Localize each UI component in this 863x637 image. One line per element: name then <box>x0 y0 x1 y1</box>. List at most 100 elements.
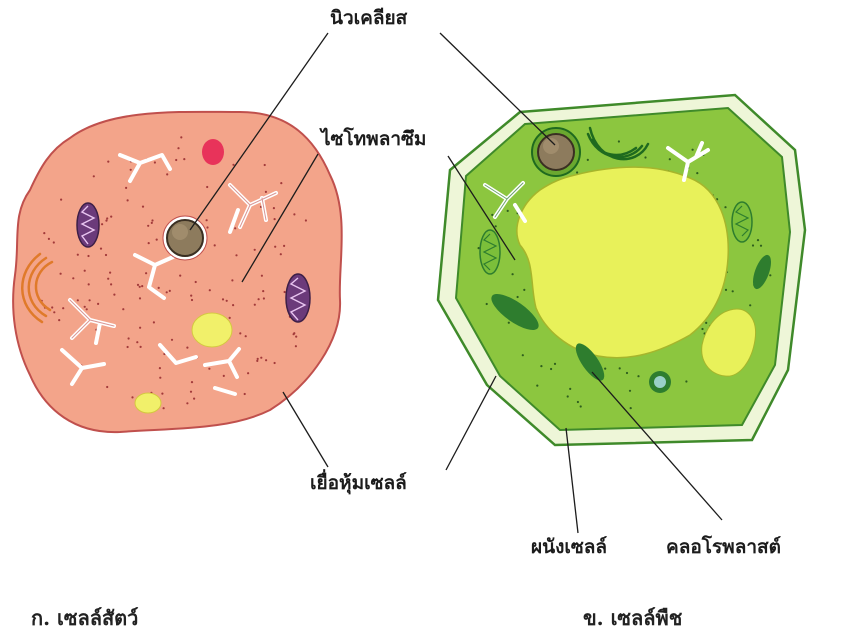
cytoplasm-dot <box>587 159 589 161</box>
cytoplasm-dot <box>495 225 497 227</box>
cytoplasm-dot <box>107 278 109 280</box>
cytoplasm-dot <box>540 365 542 367</box>
cytoplasm-dot <box>107 161 109 163</box>
plant-cell <box>438 95 805 445</box>
cytoplasm-dot <box>110 216 112 218</box>
cytoplasm-dot <box>257 358 259 360</box>
cytoplasm-dot <box>53 241 55 243</box>
cytoplasm-dot <box>128 337 130 339</box>
cytoplasm-dot <box>757 239 759 241</box>
cytoplasm-dot <box>630 407 632 409</box>
cell-membrane-label: เยื่อหุ้มเซลล์ <box>310 474 407 493</box>
cytoplasm-dot <box>260 357 262 359</box>
cytoplasm-dot <box>169 290 171 292</box>
cytoplasm-dot <box>293 213 295 215</box>
cytoplasm-dot <box>105 254 107 256</box>
cytoplasm-dot <box>283 245 285 247</box>
nucleus-leader-plant <box>440 33 555 145</box>
cytoplasm-dot <box>139 286 141 288</box>
cytoplasm-dot <box>580 405 582 407</box>
cytoplasm-dot <box>247 372 249 374</box>
cytoplasm-dot <box>749 304 751 306</box>
cytoplasm-dot <box>191 299 193 301</box>
cytoplasm-dot <box>142 206 144 208</box>
cytoplasm-dot <box>295 345 297 347</box>
cytoplasm-dot <box>264 164 266 166</box>
cytoplasm-dot <box>186 402 188 404</box>
cytoplasm-dot <box>156 239 158 241</box>
cytoplasm-dot <box>106 217 108 219</box>
cytoplasm-dot <box>725 289 727 291</box>
cytoplasm-dot <box>256 360 258 362</box>
lysosome <box>202 139 224 165</box>
cytoplasm-dot <box>84 306 86 308</box>
cytoplasm-dot <box>274 246 276 248</box>
cytoplasm-dot <box>93 175 95 177</box>
cytoplasm-dot <box>769 274 771 276</box>
cytoplasm-dot <box>554 363 556 365</box>
cytoplasm-dot <box>274 362 276 364</box>
cytoplasm-dot <box>491 214 493 216</box>
cytoplasm-dot <box>536 385 538 387</box>
cytoplasm-dot <box>235 254 237 256</box>
cytoplasm-dot <box>171 339 173 341</box>
cytoplasm-dot <box>166 173 168 175</box>
cytoplasm-dot <box>130 169 132 171</box>
nucleus-label: นิวเคลียส <box>330 9 407 28</box>
animal-nucleus <box>163 216 207 260</box>
cytoplasm-dot <box>60 199 62 201</box>
cytoplasm-dot <box>619 367 621 369</box>
cytoplasm-dot <box>280 182 282 184</box>
cytoplasm-dot <box>166 291 168 293</box>
cytoplasm-dot <box>293 332 295 334</box>
cytoplasm-dot <box>109 272 111 274</box>
animal-cell <box>13 112 342 432</box>
cytoplasm-dot <box>158 287 160 289</box>
cytoplasm-dot <box>223 375 225 377</box>
vesicle <box>192 313 232 347</box>
cytoplasm-dot <box>77 299 79 301</box>
cytoplasm-dot <box>147 225 149 227</box>
cytoplasm-dot <box>274 218 276 220</box>
cytoplasm-dot <box>576 171 578 173</box>
cytoplasm-dot <box>226 300 228 302</box>
cytoplasm-dot <box>180 136 182 138</box>
animal-cell-caption: ก. เซลล์สัตว์ <box>31 608 138 628</box>
mitochondrion <box>77 203 99 247</box>
cytoplasm-dot <box>89 299 91 301</box>
cytoplasm-dot <box>137 284 139 286</box>
cytoplasm-dot <box>263 297 265 299</box>
cytoplasm-dot <box>245 335 247 337</box>
cytoplasm-dot <box>701 328 703 330</box>
cytoplasm-dot <box>86 308 88 310</box>
cytoplasm-dot <box>125 187 127 189</box>
cytoplasm-dot <box>261 275 263 277</box>
cytoplasm-dot <box>280 253 282 255</box>
cytoplasm-dot <box>140 346 142 348</box>
cytoplasm-dot <box>265 359 267 361</box>
cell-wall-label: ผนังเซลล์ <box>531 538 607 557</box>
cytoplasm-dot <box>127 346 129 348</box>
cytoplasm-dot <box>644 156 646 158</box>
cytoplasm-dot <box>51 306 53 308</box>
cytoplasm-dot <box>62 307 64 309</box>
cytoplasm-dot <box>106 386 108 388</box>
cytoplasm-dot <box>234 227 236 229</box>
cytoplasm-dot <box>145 272 147 274</box>
cytoplasm-dot <box>577 401 579 403</box>
cytoplasm-dot <box>141 285 143 287</box>
cytoplasm-dot <box>48 238 50 240</box>
cytoplasm-dot <box>517 296 519 298</box>
cytoplasm-dot <box>101 223 103 225</box>
cytoplasm-dot <box>629 390 631 392</box>
cytoplasm-dot <box>637 375 639 377</box>
cytoplasm-dot <box>692 149 694 151</box>
cytoplasm-dot <box>232 304 234 306</box>
cytoplasm-dot <box>113 294 115 296</box>
cytoplasm-dot <box>53 311 55 313</box>
cytoplasm-dot <box>523 289 525 291</box>
membrane-leader-plant <box>446 376 496 470</box>
cytoplasm-dot <box>159 367 161 369</box>
cytoplasm-dot <box>177 147 179 149</box>
cytoplasm-dot <box>151 222 153 224</box>
